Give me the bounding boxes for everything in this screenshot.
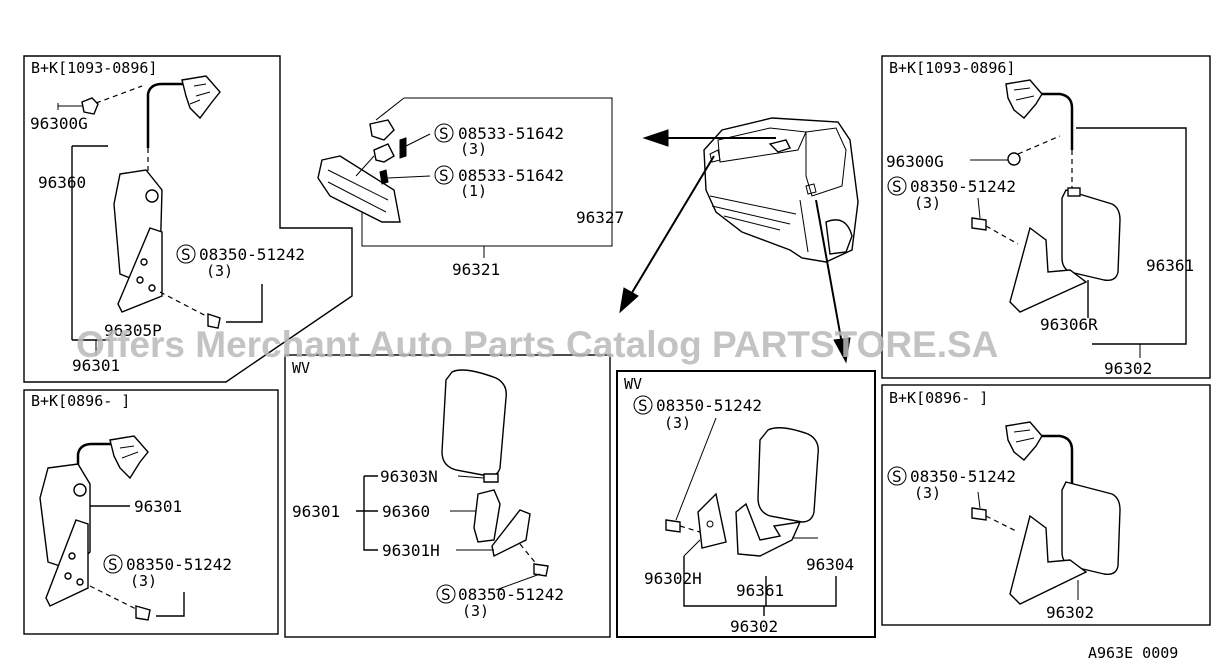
frame-top-left — [23, 55, 353, 383]
callout-96301-tl: 96301 — [72, 356, 120, 375]
callout-96321: 96321 — [452, 260, 500, 279]
van-body — [703, 117, 859, 263]
header-wv-right: WV — [624, 375, 642, 393]
screw-qty-wv-right: (3) — [664, 414, 691, 432]
callout-96360-wv: 96360 — [382, 502, 430, 521]
top-left-panel: B+K[1093-0896] 96300G 96360 96301 96305P… — [30, 59, 305, 375]
stay-rod-part — [146, 82, 184, 148]
bracket-part — [1009, 226, 1088, 313]
screw-qty-tl: (3) — [206, 262, 233, 280]
screw-qty-im-2: (1) — [460, 182, 487, 200]
screw-code-br: 08350-51242 — [910, 467, 1016, 486]
bottom-left-panel: B+K[0896- ] 96301 S 08350-51242 (3) — [31, 392, 232, 621]
screw-part — [533, 563, 549, 577]
wv-right-panel: WV S 08350-51242 (3) 96304 96302H 96361 … — [624, 375, 854, 636]
callout-96302-tr: 96302 — [1104, 359, 1152, 378]
screw-part — [971, 507, 987, 521]
callout-96300g-tr: 96300G — [886, 152, 944, 171]
svg-text:S: S — [892, 467, 902, 486]
frame-wv-center — [284, 354, 611, 638]
callout-96302-wv: 96302 — [730, 617, 778, 636]
frame-bottom-left — [23, 389, 279, 635]
frame-top-right — [881, 55, 1211, 379]
callout-96301-bl: 96301 — [134, 497, 182, 516]
mirror-head-part — [1061, 481, 1121, 576]
screw-code-wv-right: 08350-51242 — [656, 396, 762, 415]
callout-96360: 96360 — [38, 173, 86, 192]
screw-qty-br: (3) — [914, 484, 941, 502]
callout-96301-wv: 96301 — [292, 502, 340, 521]
header-wv-center: WV — [292, 359, 310, 377]
screw-code-wv-center: 08350-51242 — [458, 585, 564, 604]
screw-code-im-2: 08533-51642 — [458, 166, 564, 185]
callout-96302h: 96302H — [644, 569, 702, 588]
inner-mirror-panel: S 08533-51642 (3) S 08533-51642 (1) 9632… — [317, 97, 624, 279]
screw-symbol — [176, 244, 196, 264]
svg-text:S: S — [892, 177, 902, 196]
callout-96361-wv: 96361 — [736, 581, 784, 600]
screw-code-tr: 08350-51242 — [910, 177, 1016, 196]
callout-96327: 96327 — [576, 208, 624, 227]
screw-qty-wv-center: (3) — [462, 602, 489, 620]
svg-text:S: S — [181, 245, 191, 264]
header-bottom-right: B+K[0896- ] — [889, 389, 988, 407]
drawing-code: A963E 0009 — [1088, 644, 1178, 662]
svg-text:S: S — [439, 124, 449, 143]
watermark: Offers Merchant Auto Parts Catalog PARTS… — [76, 324, 998, 365]
callout-96302-br: 96302 — [1046, 603, 1094, 622]
screw-code-tl: 08350-51242 — [199, 245, 305, 264]
mirror-head-part — [1061, 189, 1121, 282]
callout-96361-tr: 96361 — [1146, 256, 1194, 275]
callout-96306r: 96306R — [1040, 315, 1098, 334]
svg-text:S: S — [638, 396, 648, 415]
bracket-part — [697, 492, 727, 549]
svg-text:S: S — [441, 585, 451, 604]
screw-part — [207, 313, 221, 329]
mirror-head-part — [441, 369, 507, 477]
callout-96303n: 96303N — [380, 467, 438, 486]
svg-text:S: S — [108, 555, 118, 574]
screw-part — [971, 217, 987, 231]
svg-text:S: S — [439, 166, 449, 185]
wv-center-panel: WV 96303N 96301 96360 96301H S 08350-512… — [292, 359, 564, 620]
mirror-head-part — [757, 427, 819, 523]
frame-bottom-right — [881, 384, 1211, 626]
header-top-left: B+K[1093-0896] — [31, 59, 157, 77]
cap-part — [81, 97, 99, 115]
bracket-part — [1009, 514, 1088, 605]
callout-96305p: 96305P — [104, 321, 162, 340]
callout-96300g: 96300G — [30, 114, 88, 133]
bottom-right-panel: B+K[0896- ] S 08350-51242 (3) 96302 — [887, 389, 1121, 622]
van-illustration — [619, 117, 859, 364]
screw-qty-tr: (3) — [914, 194, 941, 212]
frame-wv-right — [616, 370, 876, 638]
inner-mirror-part — [317, 155, 401, 223]
screw-qty-bl: (3) — [130, 572, 157, 590]
callout-96301h: 96301H — [382, 541, 440, 560]
screw-code-bl: 08350-51242 — [126, 555, 232, 574]
screw-qty-im-1: (3) — [460, 140, 487, 158]
screw-part — [665, 519, 681, 533]
screw-part — [135, 605, 151, 621]
screw-code-im-1: 08533-51642 — [458, 124, 564, 143]
callout-96304: 96304 — [806, 555, 854, 574]
panel-frames — [23, 55, 1211, 638]
header-bottom-left: B+K[0896- ] — [31, 392, 130, 410]
top-right-panel: B+K[1093-0896] 96300G S 08350-51242 (3) … — [886, 59, 1194, 378]
header-top-right: B+K[1093-0896] — [889, 59, 1015, 77]
